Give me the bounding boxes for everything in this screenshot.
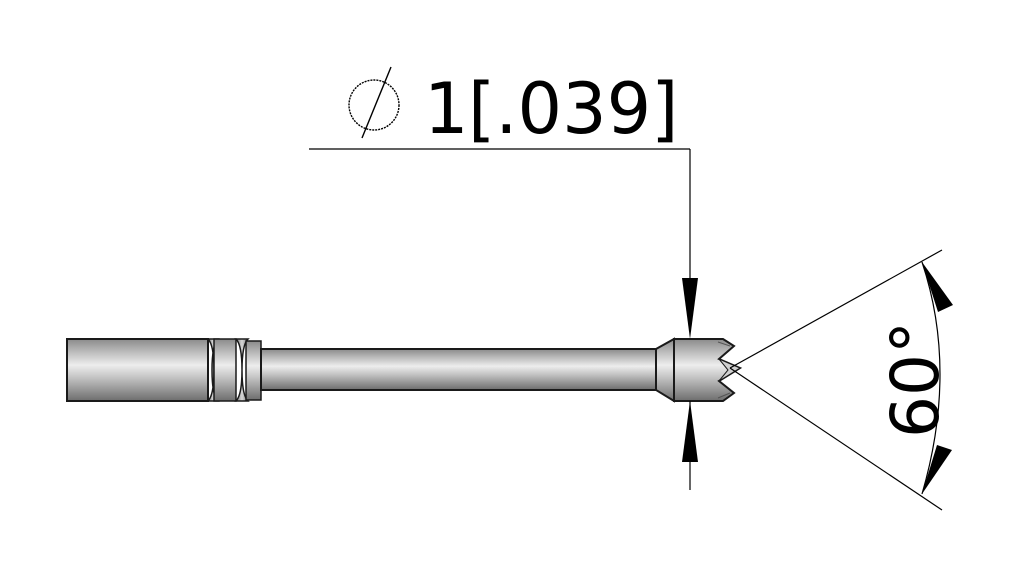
diameter-value: 1 — [424, 68, 469, 150]
plunger-shaft — [260, 348, 659, 391]
crown-tip — [655, 337, 743, 403]
angle-dimension: 60° — [729, 249, 954, 511]
diameter-symbol-icon — [348, 66, 400, 139]
diameter-alt-value: [.039] — [468, 68, 678, 150]
barrel — [66, 338, 209, 402]
angle-value: 60° — [877, 321, 954, 438]
crimp-grooves — [206, 338, 262, 402]
diameter-dimension: 1 [.039] — [309, 66, 698, 490]
